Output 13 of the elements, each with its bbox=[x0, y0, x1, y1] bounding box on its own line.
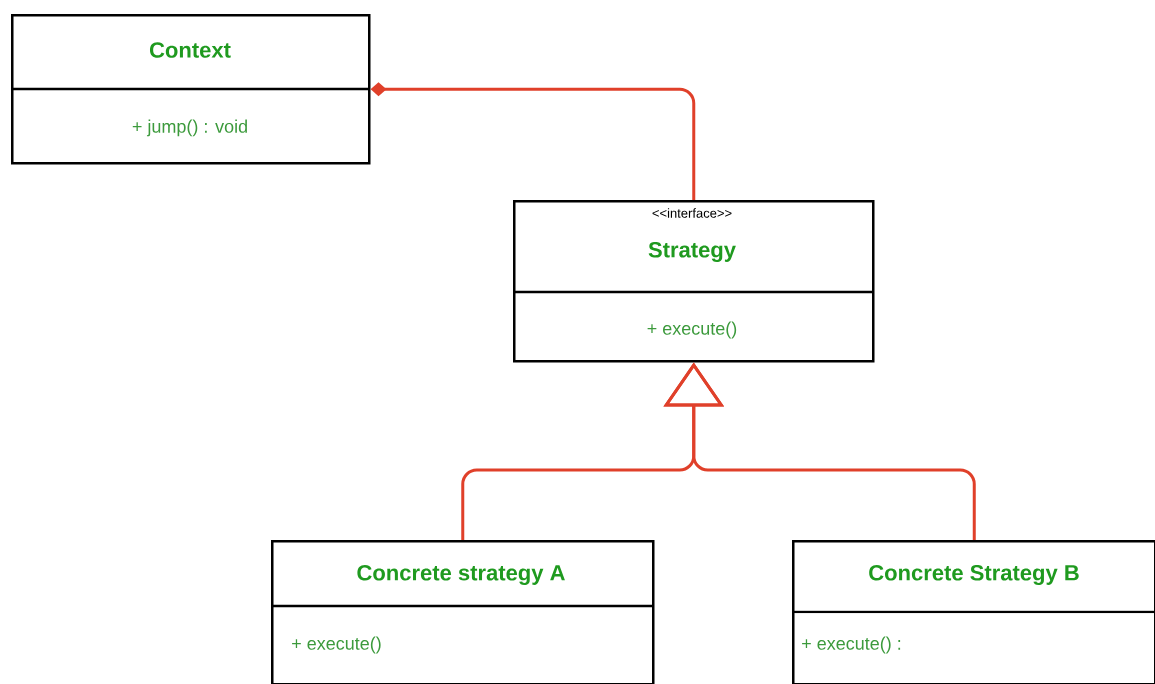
method-text: + execute() bbox=[647, 321, 737, 339]
class-name: Context bbox=[150, 42, 231, 58]
class-name: Strategy bbox=[648, 241, 736, 262]
stereotype-label: <<interface>> bbox=[652, 208, 732, 218]
class-box bbox=[11, 14, 371, 165]
class-box bbox=[792, 540, 1155, 684]
class-name: Concrete Strategy B bbox=[869, 564, 1079, 585]
class-box bbox=[513, 200, 875, 363]
method-text: + execute() : bbox=[802, 636, 901, 654]
class-box bbox=[271, 540, 655, 684]
method-text: + jump() : void bbox=[132, 119, 247, 137]
class-name: Concrete strategy A bbox=[357, 564, 565, 585]
method-text: + execute() bbox=[292, 636, 381, 654]
